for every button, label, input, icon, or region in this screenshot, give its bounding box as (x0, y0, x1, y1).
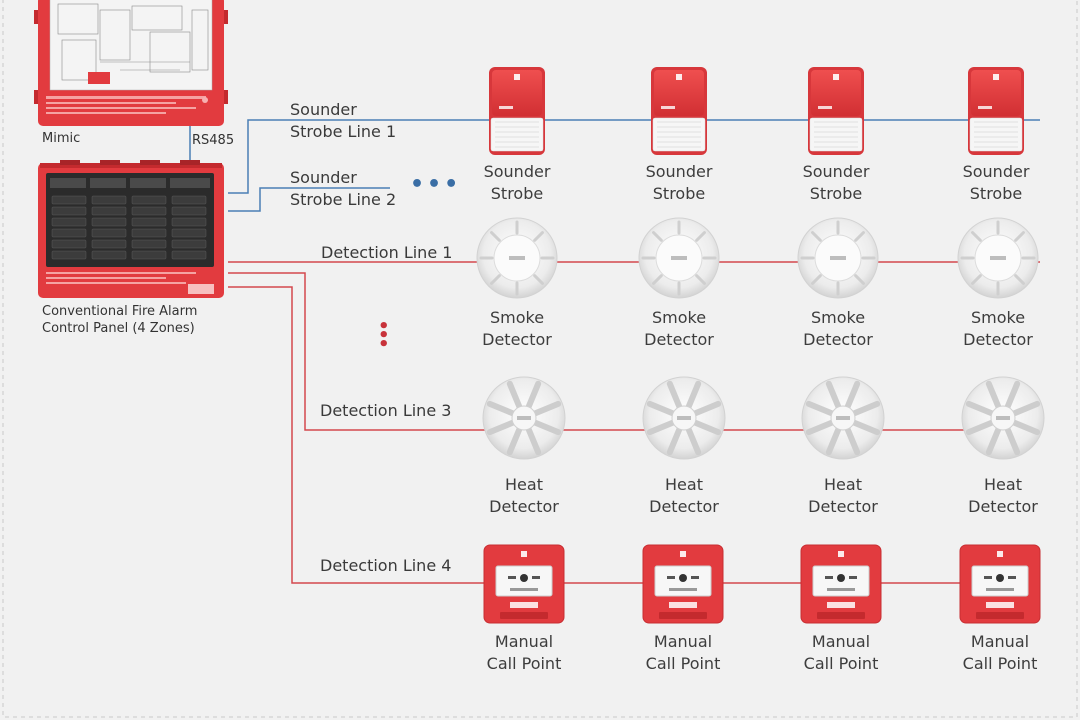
control-panel (38, 160, 224, 298)
devices (476, 67, 1045, 624)
manual-call-point-3 (800, 544, 882, 624)
sounder-strobe-3 (808, 67, 864, 155)
panel-label-line1: Conventional Fire Alarm (42, 304, 198, 319)
manual-call-point-1-label-line1: Manual (494, 632, 554, 651)
manual-call-point-4-label-line1: Manual (970, 632, 1030, 651)
sounder-line-1-label-b: Strobe Line 1 (290, 122, 397, 141)
sounder-line-2-label-a: Sounder (290, 168, 357, 187)
more-sounder-lines-ellipsis: ••• (410, 172, 462, 197)
sounder-strobe-1-label-line2: Strobe (490, 184, 544, 203)
heat-detector-4-label-line1: Heat (984, 475, 1022, 494)
heat-detector-3 (801, 376, 885, 460)
manual-call-point-2-label-line1: Manual (653, 632, 713, 651)
sounder-line-1-wire (228, 119, 1040, 194)
panel-label-line2: Control Panel (4 Zones) (42, 321, 195, 336)
smoke-detector-1-label-line1: Smoke (489, 308, 545, 327)
smoke-detector-1-label-line2: Detector (482, 330, 552, 349)
sounder-strobe-3-label-line1: Sounder (802, 162, 870, 181)
sounder-line-1-label-a: Sounder (290, 100, 357, 119)
detection-line-4-wire (228, 286, 1040, 584)
sounder-strobe-4-label-line2: Strobe (969, 184, 1023, 203)
sounder-strobe-4-label-line1: Sounder (962, 162, 1030, 181)
detection-line-1-label: Detection Line 1 (321, 243, 453, 262)
sounder-strobe-2-label-line2: Strobe (652, 184, 706, 203)
manual-call-point-2-label-line2: Call Point (645, 654, 721, 673)
smoke-detector-2 (638, 217, 720, 299)
sounder-line-2-wire (228, 187, 390, 212)
more-detection-lines-ellipsis: • • • (378, 316, 390, 355)
detection-line-3-label: Detection Line 3 (320, 401, 452, 420)
smoke-detector-4-label-line1: Smoke (970, 308, 1026, 327)
smoke-detector-2-label-line1: Smoke (651, 308, 707, 327)
heat-detector-4-label-line2: Detector (968, 497, 1038, 516)
sounder-strobe-2 (651, 67, 707, 155)
sounder-strobe-3-label-line2: Strobe (809, 184, 863, 203)
smoke-detector-1 (476, 217, 558, 299)
sounder-strobe-4 (968, 67, 1024, 155)
heat-detector-2 (642, 376, 726, 460)
heat-detector-1-label-line2: Detector (489, 497, 559, 516)
heat-detector-1 (482, 376, 566, 460)
mimic-panel (34, 0, 228, 126)
smoke-detector-4 (957, 217, 1039, 299)
detection-line-4-label: Detection Line 4 (320, 556, 452, 575)
manual-call-point-3-label-line2: Call Point (803, 654, 879, 673)
heat-detector-2-label-line2: Detector (649, 497, 719, 516)
manual-call-point-3-label-line1: Manual (811, 632, 871, 651)
sounder-line-2-label-b: Strobe Line 2 (290, 190, 397, 209)
heat-detector-3-label-line2: Detector (808, 497, 878, 516)
sounder-strobe-2-label-line1: Sounder (645, 162, 713, 181)
rs485-label: RS485 (192, 133, 235, 148)
heat-detector-3-label-line1: Heat (824, 475, 862, 494)
manual-call-point-1-label-line2: Call Point (486, 654, 562, 673)
smoke-detector-3-label-line2: Detector (803, 330, 873, 349)
mimic-label: Mimic (42, 131, 81, 146)
manual-call-point-1 (483, 544, 565, 624)
smoke-detector-2-label-line2: Detector (644, 330, 714, 349)
manual-call-point-2 (642, 544, 724, 624)
manual-call-point-4 (959, 544, 1041, 624)
sounder-strobe-1 (489, 67, 545, 155)
smoke-detector-4-label-line2: Detector (963, 330, 1033, 349)
smoke-detector-3 (797, 217, 879, 299)
sounder-strobe-1-label-line1: Sounder (483, 162, 551, 181)
smoke-detector-3-label-line1: Smoke (810, 308, 866, 327)
heat-detector-1-label-line1: Heat (505, 475, 543, 494)
heat-detector-2-label-line1: Heat (665, 475, 703, 494)
manual-call-point-4-label-line2: Call Point (962, 654, 1038, 673)
heat-detector-4 (961, 376, 1045, 460)
